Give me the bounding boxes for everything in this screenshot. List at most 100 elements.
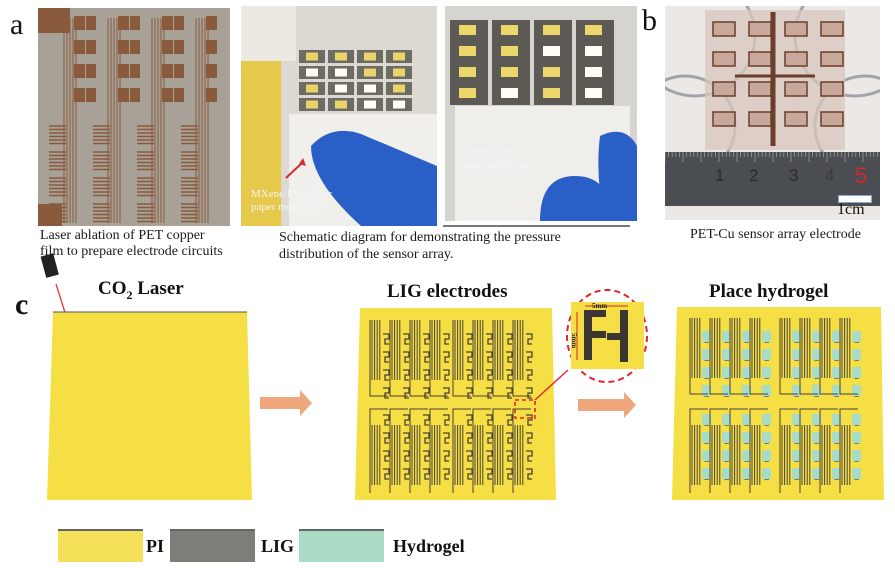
lig-trace xyxy=(689,318,708,395)
lig-electrode xyxy=(403,450,410,462)
blue-glove-finger xyxy=(311,130,437,226)
hydrogel-pad xyxy=(832,450,841,461)
lig-electrode xyxy=(466,414,473,426)
ruler-number: 4 xyxy=(825,166,835,185)
copper-pad xyxy=(118,64,129,78)
lig-electrode xyxy=(526,387,533,399)
lig-electrode xyxy=(423,450,430,462)
legend-label-hydrogel: Hydrogel xyxy=(393,536,465,556)
led xyxy=(335,68,347,77)
copper-sensor xyxy=(712,111,736,127)
hydrogel-pad xyxy=(832,468,841,479)
red-pointer-arrow xyxy=(285,161,304,179)
lig-trace xyxy=(819,318,838,395)
photo-mxene-pva-demo: MXene/PVA/filter paper membrane xyxy=(241,6,437,226)
led xyxy=(459,88,476,98)
hydrogel-pad xyxy=(762,349,771,360)
hydrogel-pad xyxy=(702,450,711,461)
copper-pad xyxy=(174,40,184,54)
hydrogel-pad xyxy=(702,414,711,425)
lig-electrode xyxy=(526,450,533,462)
lig-electrode xyxy=(423,432,430,444)
lig-electrode xyxy=(486,351,493,363)
scale-bar-label: 1cm xyxy=(837,201,865,218)
lig-electrode xyxy=(443,414,450,426)
hydrogel-pad xyxy=(832,432,841,443)
copper-pad xyxy=(86,88,96,102)
hydrogel-pad xyxy=(762,367,771,378)
led xyxy=(306,68,318,77)
photo-pet-copper-electrode xyxy=(38,8,230,226)
lig-trace xyxy=(749,318,768,395)
panel-label-b: b xyxy=(642,4,657,37)
copper-pad xyxy=(86,16,96,30)
lig-electrode xyxy=(383,387,390,399)
led xyxy=(501,46,518,56)
hydrogel-pad xyxy=(792,468,801,479)
lig-electrode xyxy=(506,432,513,444)
lig-electrode xyxy=(443,432,450,444)
copper-pad xyxy=(174,88,184,102)
copper-sensor xyxy=(712,81,736,97)
hydrogel-pad xyxy=(722,414,731,425)
copper-pad xyxy=(86,64,96,78)
lig-trace xyxy=(709,408,728,493)
zoom-highlight-box xyxy=(514,399,536,419)
hydrogel-pad xyxy=(832,331,841,342)
lig-electrode xyxy=(486,369,493,381)
paper-sheet xyxy=(241,6,296,61)
red-pointer-arrowhead xyxy=(299,158,306,166)
hydrogel-pad xyxy=(722,331,731,342)
copper-sensor xyxy=(784,111,808,127)
hydrogel-pad xyxy=(812,468,821,479)
copper-circuit-illustration xyxy=(38,8,230,226)
lig-electrode xyxy=(403,468,410,480)
copper-pad xyxy=(130,64,140,78)
lig-electrode xyxy=(383,432,390,444)
led xyxy=(543,88,560,98)
led xyxy=(459,25,476,35)
hydrogel-pad xyxy=(742,331,751,342)
hydrogel-pad xyxy=(722,349,731,360)
lig-trace xyxy=(512,408,531,493)
lig-trace xyxy=(839,408,858,493)
copper-pad xyxy=(206,16,217,30)
copper-pad xyxy=(162,40,173,54)
copper-pad xyxy=(86,40,96,54)
led xyxy=(306,100,318,109)
lig-trace xyxy=(749,408,768,493)
hydrogel-pad xyxy=(702,349,711,360)
blue-glove-finger xyxy=(598,131,637,221)
lig-trace xyxy=(819,408,838,493)
pi-sheet-lig xyxy=(355,308,556,500)
caption-pet-cu-sensor-array: PET-Cu sensor array electrode xyxy=(690,227,861,242)
lig-electrode xyxy=(506,450,513,462)
step-title-co2-laser: CO2 Laser xyxy=(98,278,184,303)
hydrogel-pad xyxy=(742,349,751,360)
hydrogel-pad xyxy=(852,331,861,342)
hydrogel-pad xyxy=(812,367,821,378)
led xyxy=(501,88,518,98)
step-title-place-hydrogel: Place hydrogel xyxy=(709,281,829,302)
led xyxy=(335,52,347,61)
photo-pet-cu-sensor-array: 1 2 3 4 5 1cm xyxy=(665,6,880,220)
lig-electrode xyxy=(486,468,493,480)
lig-electrode xyxy=(443,369,450,381)
panel-label-c: c xyxy=(15,288,29,321)
led xyxy=(585,46,602,56)
hydrogel-pad xyxy=(742,385,751,396)
hydrogel-pad xyxy=(792,385,801,396)
lig-trace xyxy=(492,320,511,397)
pi-sheet-blank xyxy=(47,312,252,500)
overlay-mxene-pva-line2: paper membrane xyxy=(251,201,325,213)
lig-electrode xyxy=(383,468,390,480)
hydrogel-pad xyxy=(812,450,821,461)
hydrogel-pad xyxy=(832,367,841,378)
hydrogel-pad xyxy=(762,331,771,342)
overlay-mxene-filter-line1: MXene/filter xyxy=(458,145,516,157)
copper-pad xyxy=(162,88,173,102)
led xyxy=(501,25,518,35)
copper-sensor xyxy=(784,21,808,37)
hydrogel-pad xyxy=(722,385,731,396)
panel-label-a: a xyxy=(10,8,24,41)
